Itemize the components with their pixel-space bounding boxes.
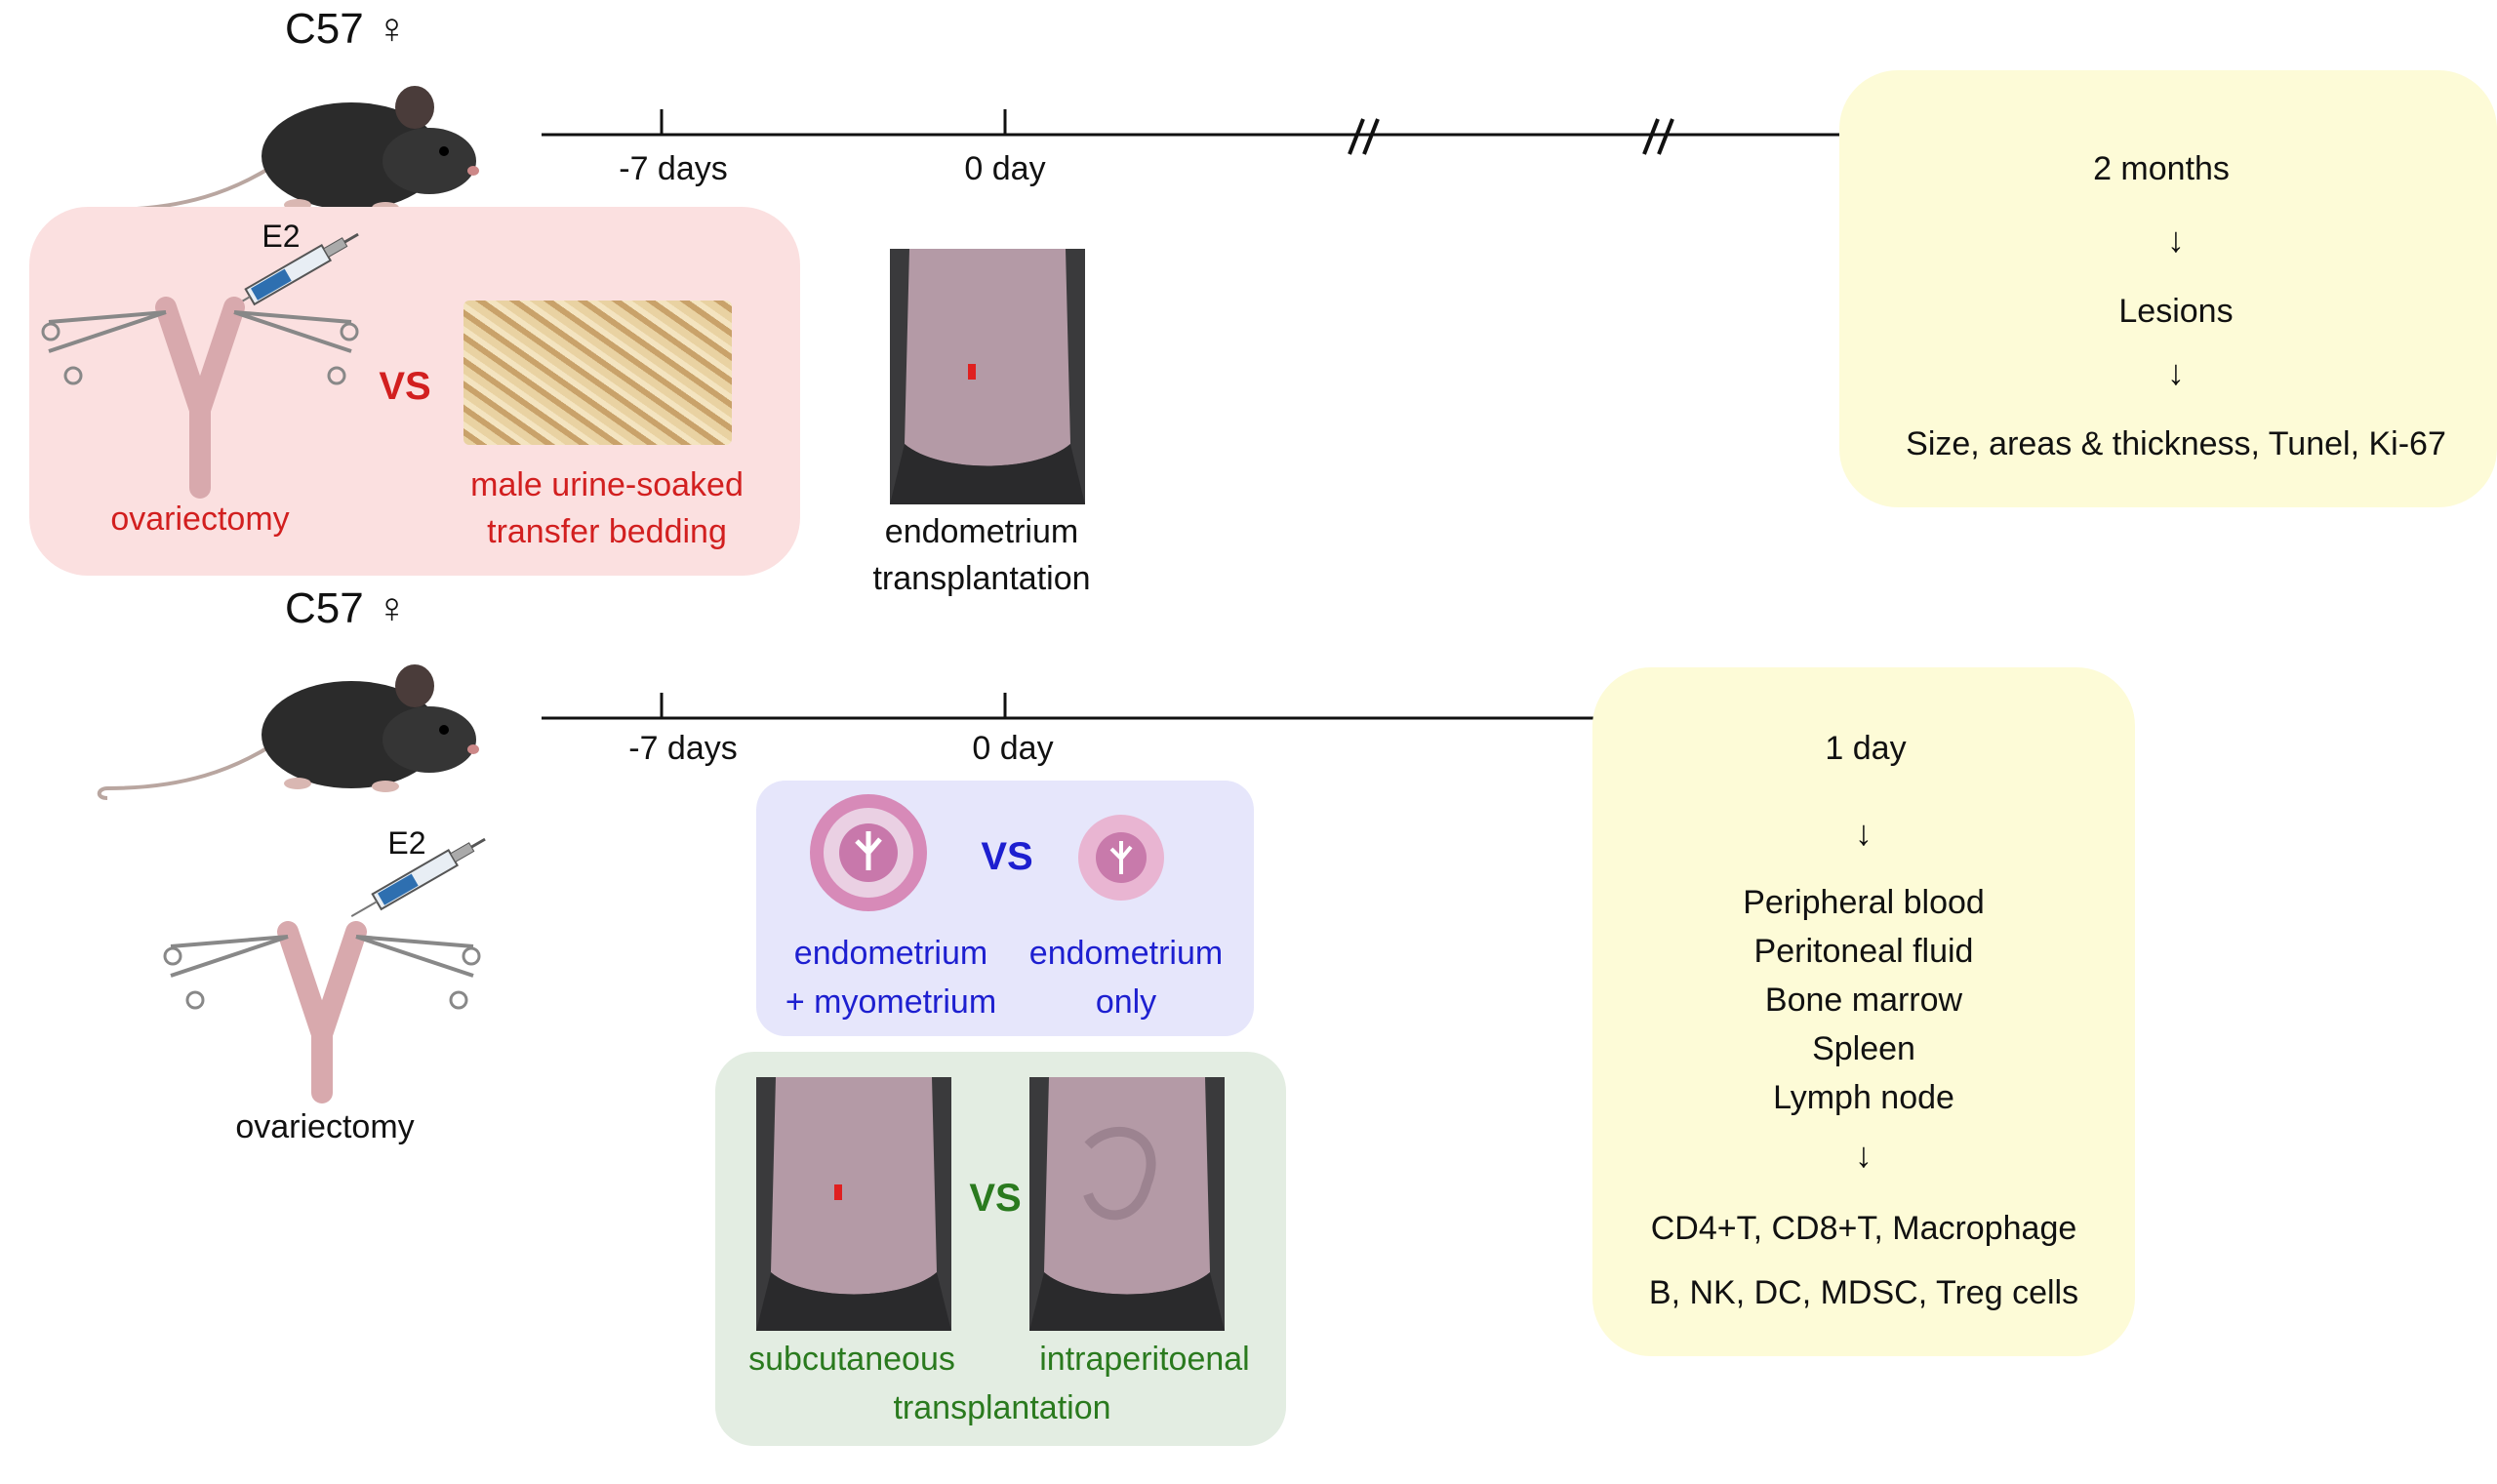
results-panel-1	[1839, 70, 2497, 507]
site-right-label: intraperitoenal	[1039, 1341, 1250, 1378]
transplant-label-line2: transplantation	[872, 560, 1091, 597]
uterus-icon	[163, 921, 481, 1103]
results-panel-2	[1592, 667, 2135, 1356]
vs-label: VS	[379, 365, 431, 408]
e2-label: E2	[387, 825, 426, 861]
down-arrow: ↓	[2167, 220, 2185, 260]
ovariectomy-label: ovariectomy	[235, 1108, 415, 1145]
tissue-left-line1: endometrium	[793, 935, 988, 972]
tick-label-minus7: -7 days	[628, 730, 738, 767]
uterus-icon	[41, 297, 359, 499]
mouse-icon	[97, 86, 479, 221]
ovariectomy-label: ovariectomy	[110, 501, 290, 538]
measures-label: Size, areas & thickness, Tunel, Ki-67	[1906, 425, 2446, 462]
site-bottom-label: transplantation	[893, 1389, 1111, 1426]
sample-bone-marrow: Bone marrow	[1764, 982, 1963, 1019]
mouse-abdomen-image	[890, 249, 1085, 504]
sample-peritoneal-fluid: Peritoneal fluid	[1753, 933, 1974, 970]
tissue-section-icon	[810, 794, 927, 911]
syringe-icon	[223, 232, 359, 312]
vs-label: VS	[969, 1177, 1022, 1220]
tissue-left-line2: + myometrium	[785, 983, 997, 1021]
end-label: 1 day	[1825, 730, 1907, 767]
down-arrow: ↓	[1855, 1135, 1873, 1175]
mouse-abdomen-image	[1029, 1077, 1225, 1331]
bedding-label-line1: male urine-soaked	[470, 466, 744, 503]
strain-label: C57 ♀	[285, 5, 408, 53]
tissue-right-line2: only	[1095, 983, 1157, 1021]
lesions-label: Lesions	[2118, 293, 2234, 330]
tick-label-minus7: -7 days	[619, 150, 728, 187]
down-arrow: ↓	[2167, 352, 2185, 392]
site-left-label: subcutaneous	[748, 1341, 955, 1378]
cells-line1: CD4+T, CD8+T, Macrophage	[1650, 1210, 2077, 1247]
syringe-icon	[350, 837, 486, 917]
bedding-image	[463, 301, 732, 445]
tissue-right-line1: endometrium	[1028, 935, 1224, 972]
tick-label-0: 0 day	[964, 150, 1046, 187]
tick-label-0: 0 day	[972, 730, 1054, 767]
sample-peripheral-blood: Peripheral blood	[1743, 884, 1985, 921]
end-label: 2 months	[2093, 150, 2230, 187]
vs-label: VS	[981, 835, 1033, 878]
sample-lymph-node: Lymph node	[1773, 1079, 1954, 1116]
down-arrow: ↓	[1855, 813, 1873, 853]
sample-spleen: Spleen	[1812, 1030, 1915, 1067]
mouse-icon	[97, 664, 479, 800]
e2-label: E2	[262, 219, 301, 254]
tissue-section-icon	[1078, 815, 1164, 901]
bedding-label-line2: transfer bedding	[487, 513, 727, 550]
cells-line2: B, NK, DC, MDSC, Treg cells	[1648, 1274, 2079, 1311]
strain-label: C57 ♀	[285, 584, 408, 632]
transplant-label-line1: endometrium	[884, 513, 1079, 550]
mouse-abdomen-image	[756, 1077, 951, 1331]
